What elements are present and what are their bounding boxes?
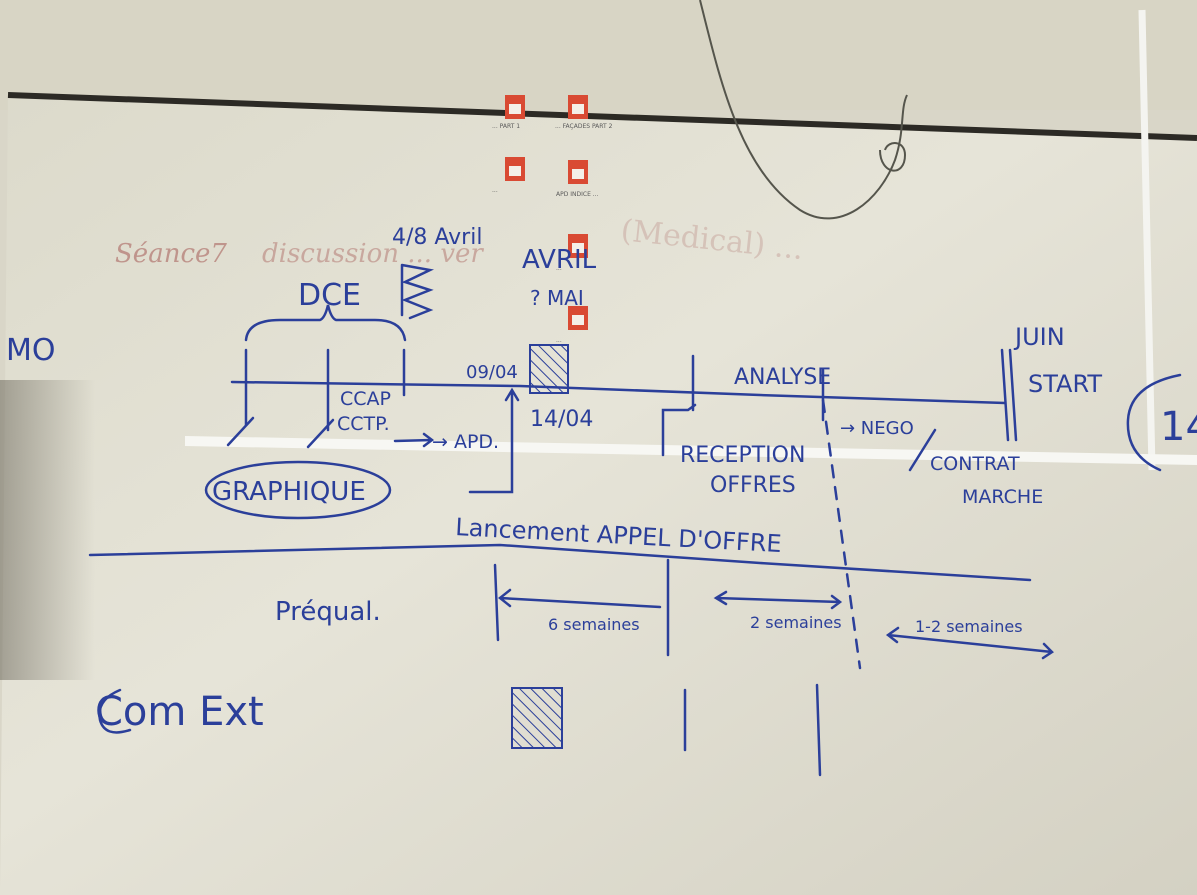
desktop-icon-label: ... FAÇADES PART 2 — [555, 123, 613, 130]
lower-separator-line — [88, 543, 1032, 582]
cctp-label: CCTP. — [337, 413, 390, 435]
six-weeks-arrow — [497, 588, 662, 609]
reception-bracket — [661, 403, 697, 457]
start-label: START — [1028, 370, 1102, 398]
pdf-file-icon — [568, 160, 588, 184]
hatch-line — [306, 418, 335, 449]
pdf-file-icon — [505, 95, 525, 119]
apd-arrow — [393, 432, 435, 448]
one-two-weeks-arrow — [885, 626, 1054, 660]
launch-arrow — [468, 387, 520, 494]
wall — [0, 0, 1197, 110]
hatched-block-lower — [511, 687, 563, 749]
bottom-tick — [815, 683, 822, 777]
hanging-wire — [699, 0, 908, 220]
lower-tick — [493, 563, 500, 642]
analyse-label: ANALYSE — [734, 365, 831, 390]
desktop-icon-label: ... — [492, 187, 498, 194]
header-red-text-2: discussion ... ver — [262, 239, 484, 269]
com-ext-stroke — [98, 688, 132, 734]
projected-desktop-icons: ... PART 1 ... FAÇADES PART 2 ... APD IN… — [492, 95, 613, 344]
projection-stripe — [185, 436, 1197, 465]
avril-label: AVRIL — [522, 245, 597, 275]
juin-label: JUIN — [1013, 323, 1065, 351]
hatch-line — [226, 416, 255, 447]
com-ext-label: Com Ext — [95, 689, 264, 735]
contrat-label: CONTRAT — [930, 453, 1020, 475]
left-shadow — [0, 380, 95, 680]
desktop-icon-label: APD INDICE ... — [556, 191, 599, 198]
start-double-line — [1008, 348, 1018, 442]
zigzag-marker — [400, 263, 435, 320]
left-edge-text: MO — [6, 333, 56, 368]
offres-label: OFFRES — [710, 473, 796, 498]
dce-brace — [244, 304, 407, 342]
header-red-text: Séance7 — [115, 239, 227, 269]
right-edge-circle — [1126, 373, 1182, 472]
pdf-file-icon — [568, 95, 588, 119]
six-weeks-label: 6 semaines — [548, 615, 640, 634]
two-weeks-arrow — [713, 590, 843, 610]
date-4-8-label: 4/8 Avril — [392, 225, 482, 250]
right-edge-number: 14 — [1160, 404, 1197, 450]
pdf-file-icon — [505, 157, 525, 181]
two-weeks-label: 2 semaines — [750, 613, 842, 632]
slash-mark — [908, 428, 937, 472]
reception-label: RECEPTION — [680, 443, 805, 468]
board-top-frame — [7, 92, 1197, 141]
dce-label: DCE — [298, 278, 361, 313]
apd-label: → APD. — [432, 431, 499, 453]
dashed-separator — [821, 398, 862, 670]
desktop-icon-label: ... PART 1 — [492, 123, 520, 130]
prequal-label: Préqual. — [275, 597, 381, 627]
marche-label: MARCHE — [962, 486, 1043, 508]
desktop-icon-label: ... — [556, 337, 562, 344]
pdf-file-icon — [568, 234, 588, 258]
wire-hook — [879, 142, 907, 172]
projection-edge — [1138, 9, 1156, 471]
nego-label: → NEGO — [840, 418, 914, 439]
graphique-label: GRAPHIQUE — [212, 477, 366, 507]
desktop-icon-label: ... — [556, 265, 562, 272]
date-14-04-label: 14/04 — [530, 407, 593, 432]
one-two-weeks-label: 1-2 semaines — [915, 617, 1023, 636]
start-double-line — [1000, 348, 1010, 442]
hatched-block — [529, 344, 569, 394]
graphique-ellipse — [204, 460, 392, 520]
date-09-04-label: 09/04 — [466, 362, 518, 383]
ccap-label: CCAP — [340, 388, 391, 410]
whiteboard-surface — [0, 95, 1197, 895]
main-timeline — [230, 380, 1007, 405]
mai-label: ? MAI — [530, 286, 584, 310]
pdf-file-icon — [568, 306, 588, 330]
